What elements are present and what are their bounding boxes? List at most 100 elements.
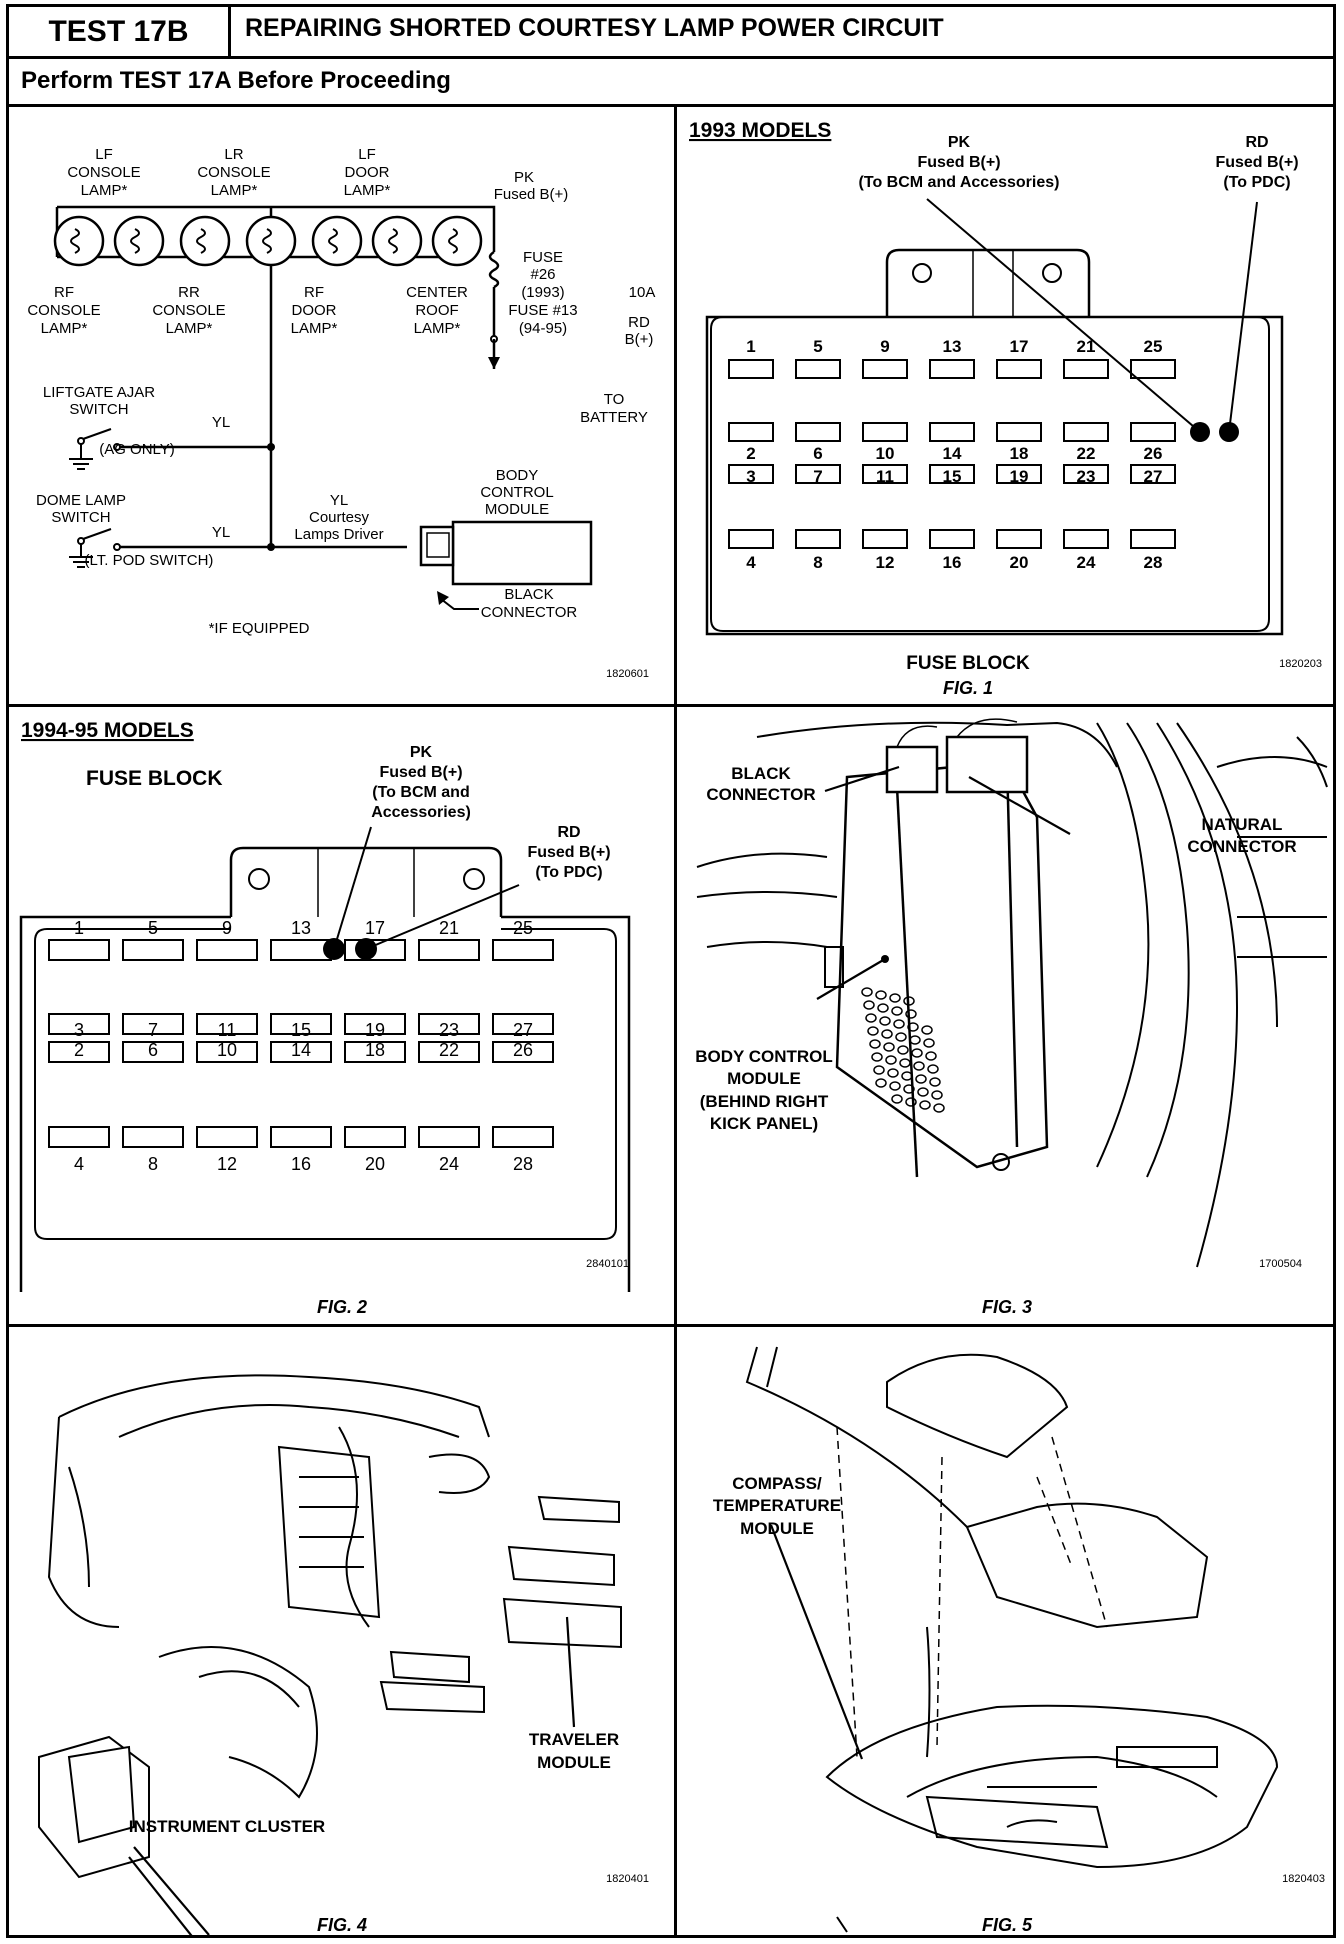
lamp-label-rf-door-2: DOOR bbox=[292, 302, 337, 319]
fig2-rd-2: Fused B(+) bbox=[527, 844, 610, 861]
fig1-caption: FUSE BLOCK bbox=[906, 653, 1030, 674]
overhead-console-drawing bbox=[745, 1346, 1279, 1869]
liftgate-label-1: LIFTGATE AJAR bbox=[43, 384, 155, 401]
fuse-slot bbox=[1130, 422, 1176, 442]
fuse-slot-number: 9 bbox=[880, 337, 889, 356]
fuse-slot bbox=[344, 1041, 406, 1063]
fuse-slot bbox=[862, 359, 908, 379]
fuse-slot-number: 26 bbox=[513, 1040, 533, 1060]
fuse-slot-number: 16 bbox=[943, 553, 962, 572]
fuse-slot bbox=[492, 939, 554, 961]
fuse-slot-number: 12 bbox=[217, 1154, 237, 1174]
fig4-traveler-1: TRAVELER bbox=[529, 1730, 619, 1749]
fuse-slot bbox=[1130, 359, 1176, 379]
fuse-slot bbox=[1130, 529, 1176, 549]
fig4-illustration: TRAVELER MODULE INSTRUMENT CLUSTER 18204… bbox=[38, 1374, 649, 1944]
fuse-slot-number: 8 bbox=[813, 553, 822, 572]
fuse-slot bbox=[795, 422, 841, 442]
fuse-slot-number: 14 bbox=[291, 1040, 311, 1060]
fuse-slot-number: 21 bbox=[1077, 337, 1096, 356]
fuse-slot-number: 3 bbox=[74, 1020, 84, 1040]
fuse-slot bbox=[418, 939, 480, 961]
courtesy-label-1: YL bbox=[330, 492, 348, 509]
vent-hole bbox=[933, 1103, 945, 1113]
vent-hole bbox=[875, 990, 887, 1000]
fuse-slot-number: 18 bbox=[1010, 444, 1029, 463]
schematic-panel: LF CONSOLE LAMP* LR CONSOLE LAMP* LF DOO… bbox=[9, 107, 677, 707]
lamp-bulb-icon bbox=[53, 215, 105, 267]
fig3-bcm-4: KICK PANEL) bbox=[710, 1114, 818, 1133]
fuse-slot bbox=[862, 529, 908, 549]
fuse-label-4: FUSE #13 bbox=[508, 302, 577, 319]
lamp-label-lr-console-3: LAMP* bbox=[211, 182, 258, 199]
fuse-slot bbox=[862, 422, 908, 442]
fuse-slot bbox=[795, 359, 841, 379]
vent-hole bbox=[889, 993, 901, 1003]
fuse-slot bbox=[929, 464, 975, 484]
vent-hole bbox=[911, 1048, 923, 1058]
vent-hole bbox=[921, 1025, 933, 1035]
fuse-slot-number: 20 bbox=[1010, 553, 1029, 572]
ag-only-label: (AG ONLY) bbox=[99, 441, 175, 458]
vent-hole bbox=[927, 1064, 939, 1074]
fuse-slot bbox=[996, 359, 1042, 379]
fuse-slot bbox=[418, 1126, 480, 1148]
fuse-slot-number: 19 bbox=[1010, 467, 1029, 486]
fuse-slot-number: 22 bbox=[1077, 444, 1096, 463]
fuse-label-5: (94-95) bbox=[519, 320, 567, 337]
fuse-label-2: #26 bbox=[530, 266, 555, 283]
fig4-traveler-2: MODULE bbox=[537, 1753, 611, 1772]
fig1-pk-3: (To BCM and Accessories) bbox=[859, 174, 1060, 191]
lamp-label-lf-console-1: LF bbox=[95, 146, 113, 163]
bcm-label-1: BODY bbox=[496, 467, 539, 484]
fuse-slot-number: 17 bbox=[365, 918, 385, 938]
fig1-number: FIG. 1 bbox=[943, 678, 993, 698]
test-id: TEST 17B bbox=[9, 7, 231, 56]
fuse-slot bbox=[862, 464, 908, 484]
fig3-number: FIG. 3 bbox=[982, 1297, 1032, 1317]
dome-label-1: DOME LAMP bbox=[36, 492, 126, 509]
fig2-slot-grid bbox=[48, 939, 554, 1148]
fuse-slot bbox=[492, 1041, 554, 1063]
lamp-label-center-roof-3: LAMP* bbox=[414, 320, 461, 337]
fig2-ref: 2840101 bbox=[586, 1258, 629, 1270]
fuse-slot-number: 11 bbox=[876, 467, 894, 486]
vent-hole bbox=[879, 1016, 891, 1026]
fuse-slot bbox=[996, 422, 1042, 442]
fuse-slot-number: 13 bbox=[291, 918, 311, 938]
vent-hole bbox=[861, 987, 873, 997]
vent-hole bbox=[883, 1042, 895, 1052]
fig2-pk-2: Fused B(+) bbox=[379, 764, 462, 781]
lamp-bulb-icon bbox=[371, 215, 423, 267]
vent-hole bbox=[929, 1077, 941, 1087]
fig1-slot-grid bbox=[728, 359, 1176, 549]
fuse-slot bbox=[270, 1041, 332, 1063]
lamp-bulb-icon bbox=[431, 215, 483, 267]
fig4-panel: TRAVELER MODULE INSTRUMENT CLUSTER 18204… bbox=[9, 1327, 677, 1944]
to-battery-2: BATTERY bbox=[580, 409, 648, 426]
vent-hole bbox=[915, 1074, 927, 1084]
black-connector-label-2: CONNECTOR bbox=[481, 604, 578, 621]
module-boxes bbox=[379, 1495, 622, 1714]
vent-hole bbox=[905, 1097, 917, 1107]
bcm-label-2: CONTROL bbox=[480, 484, 553, 501]
fuse-slot bbox=[270, 1126, 332, 1148]
pk-label: PK bbox=[514, 169, 534, 186]
vent-hole bbox=[905, 1009, 917, 1019]
fig5-number: FIG. 5 bbox=[982, 1915, 1033, 1935]
vent-hole bbox=[893, 1019, 905, 1029]
fig1-rd-2: Fused B(+) bbox=[1215, 154, 1298, 171]
fig1-models: 1993 MODELS bbox=[689, 119, 831, 142]
fig2-panel: 1994-95 MODELS FUSE BLOCK PK Fused B(+) … bbox=[9, 707, 677, 1327]
wiring-diagram: LF CONSOLE LAMP* LR CONSOLE LAMP* LF DOO… bbox=[27, 146, 655, 680]
fuse-slot bbox=[418, 1041, 480, 1063]
fuse-slot bbox=[1063, 359, 1109, 379]
fuse-slot-number: 18 bbox=[365, 1040, 385, 1060]
fuse-slot bbox=[48, 1126, 110, 1148]
fuse-slot-number: 5 bbox=[148, 918, 158, 938]
vent-hole bbox=[901, 1071, 913, 1081]
fig1-rd-3: (To PDC) bbox=[1223, 174, 1290, 191]
vent-hole bbox=[875, 1078, 887, 1088]
fuse-slot-number: 23 bbox=[1077, 467, 1096, 486]
